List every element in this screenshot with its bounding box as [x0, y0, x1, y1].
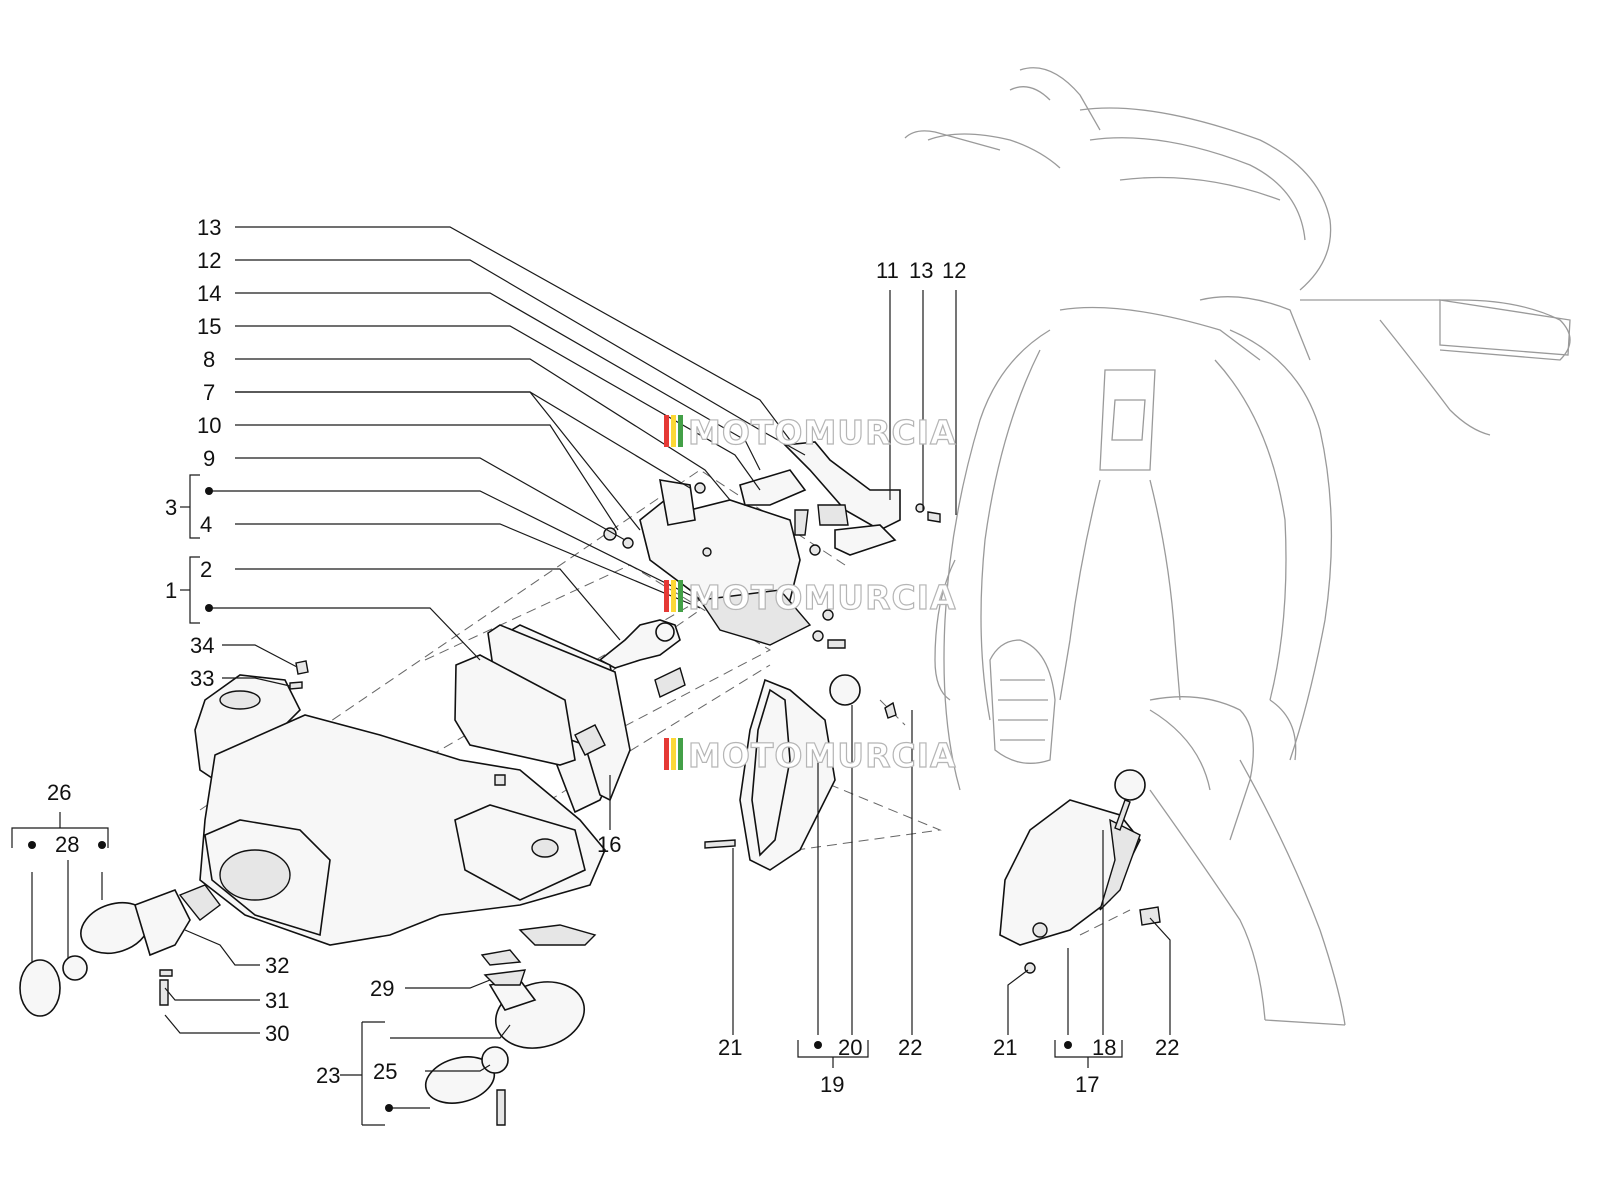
callout-18: 18	[1092, 1035, 1116, 1060]
callout-26: 26	[47, 780, 71, 805]
callout-3: 3	[165, 495, 177, 520]
callout-7: 7	[203, 380, 215, 405]
headlight-bulb	[598, 619, 686, 698]
watermark-text: MOTOMURCIA	[688, 578, 957, 617]
watermark-stripe-green	[678, 415, 683, 447]
callout-8: 8	[203, 347, 215, 372]
callout-10: 10	[197, 413, 221, 438]
side-light-lens-right	[999, 769, 1161, 974]
callout-11: 11	[876, 258, 899, 283]
watermark-text: MOTOMURCIA	[688, 413, 957, 452]
callout-30: 30	[265, 1021, 289, 1046]
watermark-1: MOTOMURCIA	[664, 412, 957, 453]
watermark-stripe-yellow	[671, 580, 676, 612]
watermark-stripe-yellow	[671, 738, 676, 770]
callout-23: 23	[316, 1063, 340, 1088]
callout-28: 28	[55, 832, 79, 857]
watermark-stripe-red	[664, 415, 669, 447]
watermark-2: MOTOMURCIA	[664, 577, 957, 618]
watermark-stripe-red	[664, 580, 669, 612]
watermark-stripe-green	[678, 580, 683, 612]
scooter-front-outline	[904, 67, 1571, 1026]
callout-20: 20	[838, 1035, 862, 1060]
callout-13-right: 13	[909, 258, 933, 283]
handlebar-cover	[194, 674, 606, 946]
front-turn-indicator-left	[19, 884, 221, 1017]
headlight-bracket	[603, 441, 941, 649]
callout-12-right: 12	[942, 258, 966, 283]
watermark: MOTOMURCIA MOTOMURCIA MOTOMURCIA	[664, 412, 957, 776]
callout-14: 14	[197, 281, 221, 306]
callout-dots	[28, 487, 1072, 1112]
callout-13: 13	[197, 215, 221, 240]
callout-32: 32	[265, 953, 289, 978]
callout-22: 22	[898, 1035, 922, 1060]
callout-4: 4	[200, 512, 212, 537]
callout-16: 16	[597, 832, 621, 857]
side-light-lens	[704, 674, 897, 871]
watermark-text: MOTOMURCIA	[688, 736, 957, 775]
watermark-stripe-red	[664, 738, 669, 770]
callout-22-right: 22	[1155, 1035, 1179, 1060]
callout-21: 21	[718, 1035, 742, 1060]
callout-1: 1	[165, 578, 177, 603]
callout-17: 17	[1075, 1072, 1099, 1097]
callout-2: 2	[200, 557, 212, 582]
callout-9: 9	[203, 446, 215, 471]
headlight-unit	[454, 624, 631, 814]
callout-21-right: 21	[993, 1035, 1017, 1060]
callout-33: 33	[190, 666, 214, 691]
leader-lines	[11, 226, 1171, 1126]
watermark-stripe-yellow	[671, 415, 676, 447]
watermark-3: MOTOMURCIA	[664, 735, 957, 776]
callout-19: 19	[820, 1072, 844, 1097]
callout-31: 31	[265, 988, 289, 1013]
callout-25: 25	[373, 1059, 397, 1084]
callout-34: 34	[190, 633, 214, 658]
small-hardware	[289, 660, 309, 690]
watermark-stripe-green	[678, 738, 683, 770]
callout-numbers: 13 12 14 15 8 7 10 9 3 4 2 1 34 33 26 28…	[47, 215, 1179, 1097]
callout-29: 29	[370, 976, 394, 1001]
callout-12: 12	[197, 248, 221, 273]
front-turn-indicator-right	[424, 949, 586, 1126]
callout-15: 15	[197, 314, 221, 339]
